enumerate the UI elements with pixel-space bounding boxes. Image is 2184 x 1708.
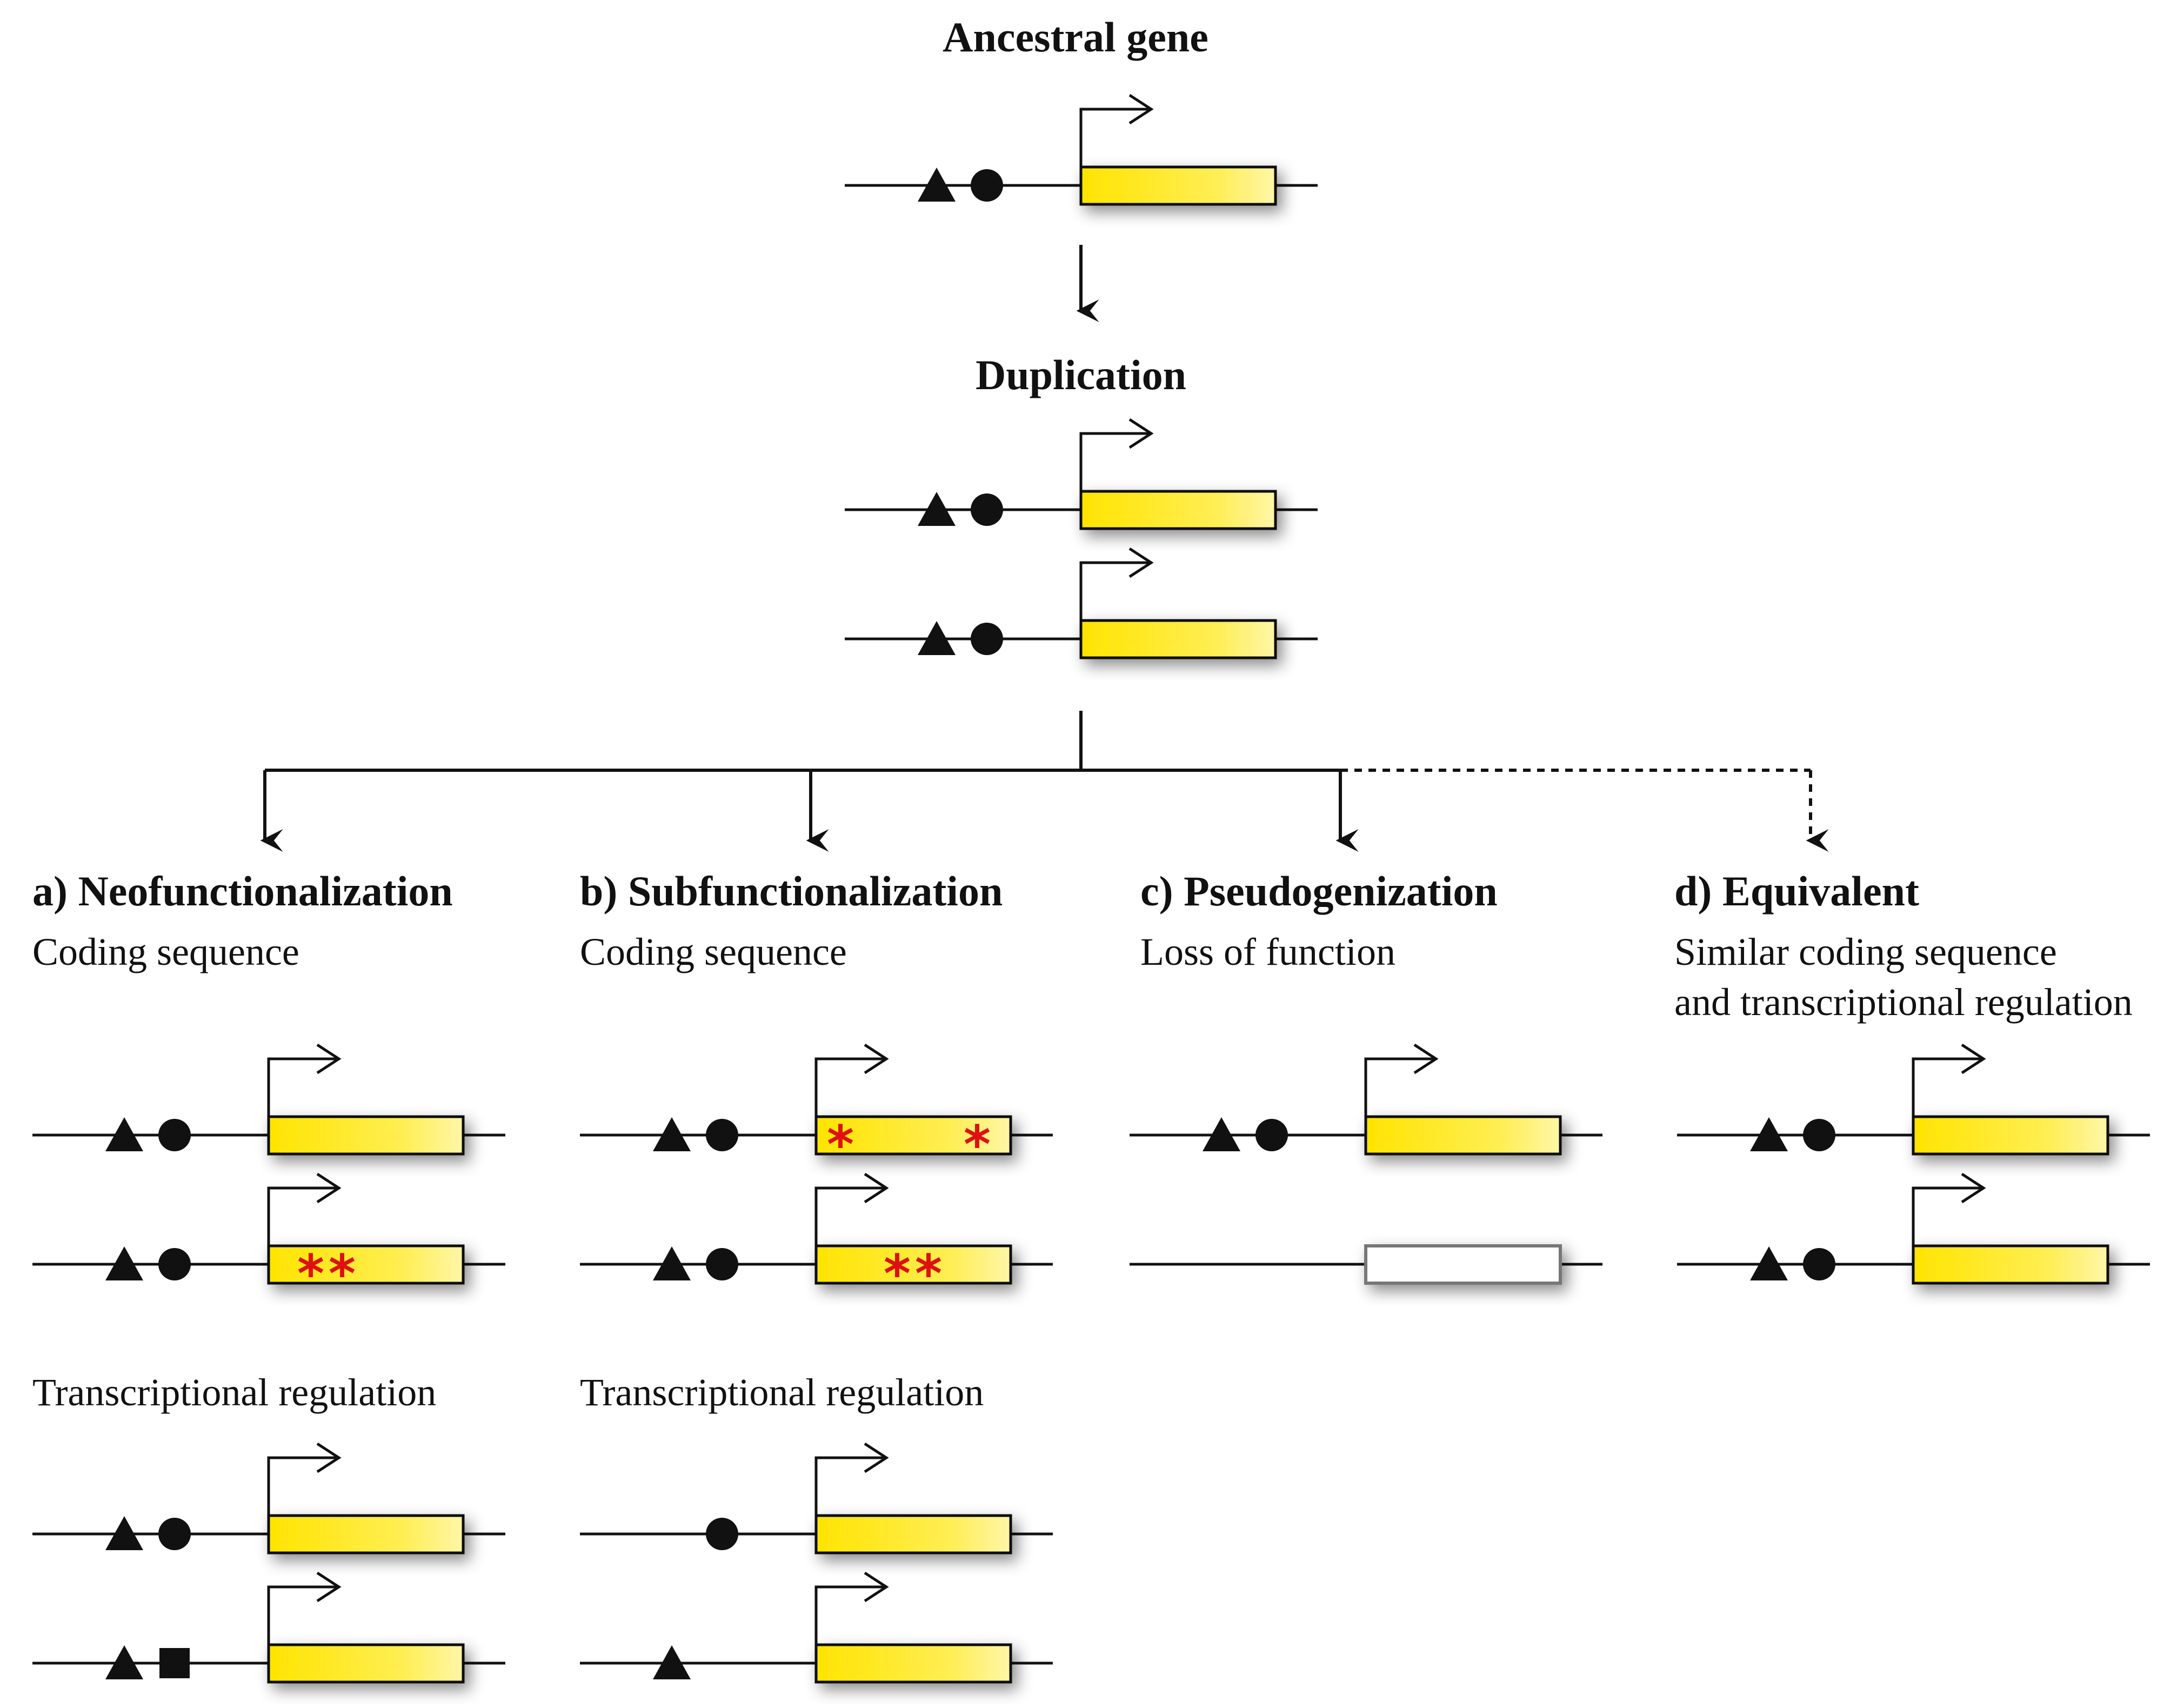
branching-connector — [260, 711, 1829, 852]
gene-coding-box — [814, 1115, 1012, 1156]
triangle-element — [918, 621, 956, 655]
promoter-arrow — [1912, 1043, 1986, 1117]
promoter-arrow — [814, 1043, 889, 1117]
circle-element — [1255, 1119, 1288, 1151]
triangle-element — [653, 1117, 691, 1151]
panel-d-subtitle-line2: and transcriptional regulation — [1674, 980, 2133, 1024]
gene-coding-box — [814, 1643, 1012, 1684]
promoter-arrow — [814, 1571, 889, 1645]
mutation-mark: * — [329, 1244, 356, 1304]
panel-a-regulation-gene-1 — [32, 1442, 505, 1554]
gene-coding-box — [814, 1244, 1012, 1285]
circle-element — [706, 1119, 738, 1151]
circle-element — [706, 1248, 738, 1280]
circle-element — [158, 1119, 191, 1151]
promoter-arrow — [814, 1442, 889, 1516]
panel-b-subtitle-regulation: Transcriptional regulation — [580, 1371, 984, 1414]
panel-b-coding-gene-2: * * — [580, 1172, 1053, 1304]
panel-c-gene-functional — [1130, 1043, 1602, 1156]
panel-b-title: b) Subfunctionalization — [580, 868, 1003, 915]
duplication-title: Duplication — [976, 351, 1186, 398]
panel-b-subtitle-coding: Coding sequence — [580, 930, 847, 973]
panel-a-coding-gene-2: * * — [32, 1172, 505, 1304]
promoter-arrow — [1079, 547, 1154, 621]
triangle-element — [105, 1516, 143, 1550]
circle-element — [158, 1518, 191, 1550]
pseudogene-box — [1364, 1244, 1562, 1285]
duplicated-gene-copy-1 — [845, 418, 1318, 530]
gene-coding-box — [1912, 1244, 2109, 1285]
promoter-arrow — [267, 1172, 342, 1246]
panel-a-subtitle-regulation: Transcriptional regulation — [32, 1371, 436, 1414]
panel-b-regulation-gene-2 — [580, 1571, 1053, 1684]
panel-d-gene-2 — [1677, 1172, 2150, 1285]
promoter-arrow — [267, 1571, 342, 1645]
triangle-element — [1750, 1246, 1788, 1280]
duplicated-gene-copy-2 — [845, 547, 1318, 659]
promoter-arrow — [1079, 94, 1154, 167]
gene-coding-box — [814, 1514, 1012, 1554]
circle-element — [1803, 1248, 1835, 1280]
square-element — [159, 1648, 190, 1678]
circle-element — [706, 1518, 738, 1550]
mutation-mark: * — [884, 1244, 911, 1304]
panel-d-subtitle-line1: Similar coding sequence — [1674, 930, 2057, 973]
gene-coding-box — [267, 1514, 465, 1554]
triangle-element — [918, 492, 956, 526]
gene-coding-box — [1364, 1115, 1562, 1156]
panel-a-coding-gene-1 — [32, 1043, 505, 1156]
triangle-element — [105, 1117, 143, 1151]
panel-d-gene-1 — [1677, 1043, 2150, 1156]
gene-coding-box — [1912, 1115, 2109, 1156]
circle-element — [971, 623, 1003, 655]
panel-b-coding-gene-1: * * — [580, 1043, 1053, 1175]
promoter-arrow — [814, 1172, 889, 1246]
circle-element — [971, 169, 1003, 202]
gene-coding-box — [1079, 619, 1277, 659]
gene-coding-box — [267, 1643, 465, 1684]
panel-c-pseudogene — [1130, 1244, 1602, 1285]
triangle-element — [1750, 1117, 1788, 1151]
gene-coding-box — [1079, 490, 1277, 530]
circle-element — [971, 493, 1003, 526]
mutation-mark: * — [827, 1115, 854, 1175]
triangle-element — [918, 168, 956, 202]
panel-d-title: d) Equivalent — [1674, 868, 1919, 915]
promoter-arrow — [267, 1442, 342, 1516]
panel-a-subtitle-coding: Coding sequence — [32, 930, 299, 973]
mutation-mark: * — [915, 1244, 942, 1304]
triangle-element — [653, 1246, 691, 1280]
promoter-arrow — [267, 1043, 342, 1117]
gene-coding-box — [267, 1244, 465, 1285]
panel-b-regulation-gene-1 — [580, 1442, 1053, 1554]
promoter-arrow — [1912, 1172, 1986, 1246]
panel-a-title: a) Neofunctionalization — [32, 868, 453, 915]
panel-c-title: c) Pseudogenization — [1140, 868, 1498, 915]
triangle-element — [105, 1246, 143, 1280]
mutation-mark: * — [964, 1115, 991, 1175]
gene-coding-box — [267, 1115, 465, 1156]
promoter-arrow — [1079, 418, 1154, 491]
ancestral-gene — [845, 94, 1318, 206]
panel-a-regulation-gene-2 — [32, 1571, 505, 1684]
ancestral-gene-title: Ancestral gene — [943, 14, 1208, 61]
triangle-element — [1203, 1117, 1240, 1151]
circle-element — [1803, 1119, 1835, 1151]
gene-coding-box — [1079, 165, 1277, 206]
triangle-element — [653, 1645, 691, 1679]
promoter-arrow — [1364, 1043, 1439, 1117]
panel-c-subtitle: Loss of function — [1140, 930, 1395, 973]
mutation-mark: * — [297, 1244, 324, 1304]
triangle-element — [105, 1645, 143, 1679]
circle-element — [158, 1248, 191, 1280]
